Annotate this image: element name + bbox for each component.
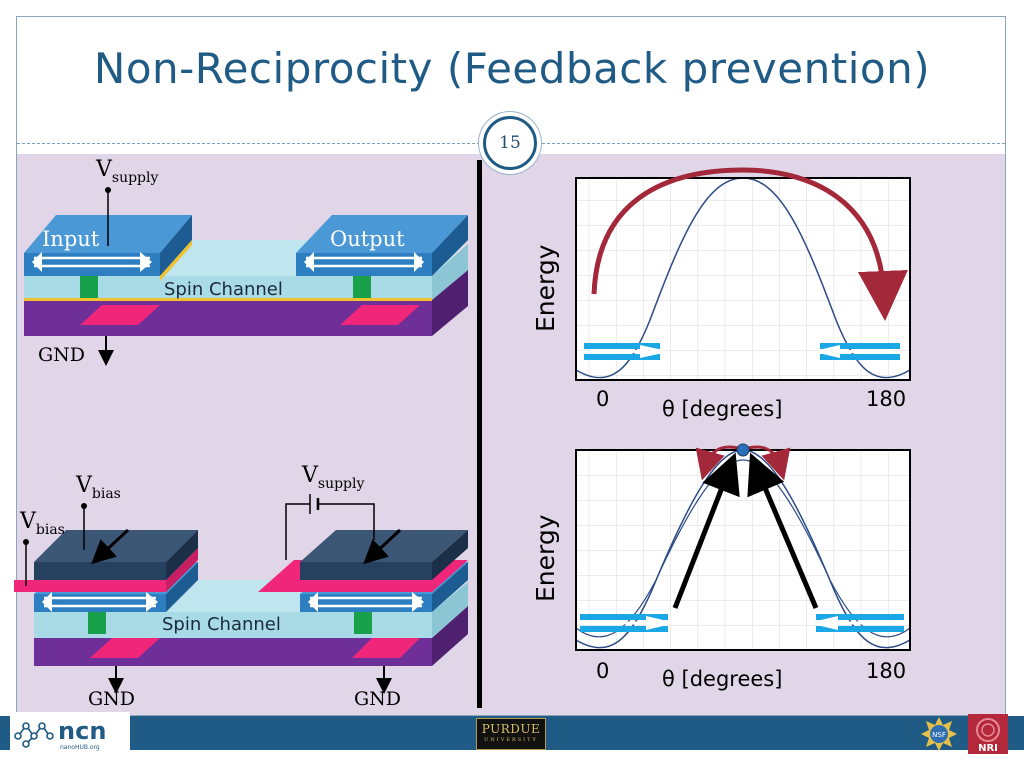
- plot-top-xlabel: θ [degrees]: [662, 397, 782, 421]
- spin-channel-label: Spin Channel: [164, 279, 283, 300]
- energy-plots: Energy 0 θ [degrees] 180 Energy: [531, 167, 911, 691]
- contact2-pad-right: [352, 638, 420, 658]
- gnd-label: GND: [38, 344, 85, 366]
- plot-top-spin-right: [812, 343, 900, 360]
- plot-top: Energy 0 θ [degrees] 180: [531, 167, 911, 421]
- tunnel-block-left: [80, 276, 98, 298]
- plot-top-spin-left: [584, 343, 670, 360]
- input-magnet-front: [24, 253, 160, 276]
- channel2-side: [432, 582, 468, 638]
- left-pink-side: [166, 548, 198, 592]
- left-bias-arrow: [91, 528, 130, 565]
- contact-pad-left: [80, 305, 160, 325]
- input-yellow: [160, 240, 192, 281]
- nri-logo-bg: [968, 714, 1008, 754]
- plot-bottom-spin-left: [580, 614, 676, 632]
- tunnel2-right: [354, 612, 372, 634]
- tunnel2-left: [88, 612, 106, 634]
- spin-channel2-label: Spin Channel: [162, 614, 281, 635]
- contact-pad-right: [340, 305, 420, 325]
- nri-logo: NRI: [968, 714, 1008, 754]
- vsupply-node: [105, 187, 111, 193]
- purdue-sub: UNIVERSITY: [484, 737, 538, 743]
- plot-bottom-spin-right: [808, 614, 904, 632]
- output-label: Output: [330, 227, 405, 251]
- right-magnet2-side: [432, 562, 468, 612]
- channel-side: [432, 244, 468, 300]
- tunnel-block-right: [353, 276, 371, 298]
- substrate2-side: [432, 606, 468, 666]
- plot-top-xmin: 0: [596, 387, 609, 411]
- ncn-logo: ncn nanoHUB.org: [10, 712, 130, 752]
- gnd2-right-label: GND: [354, 688, 401, 710]
- vbias-node: [81, 503, 87, 509]
- plot-bottom-peak-point: [736, 443, 750, 457]
- plot-bottom-ylabel: Energy: [531, 514, 560, 602]
- plot-bottom-arrow-right: [747, 452, 819, 609]
- ncn-text: ncn: [58, 717, 106, 745]
- yellow-strip: [24, 298, 432, 301]
- purdue-name: PURDUE: [481, 722, 541, 736]
- vsupply2-wire-left: [285, 503, 310, 560]
- device-diagrams: Input Output Spin Channel Vsupply GND: [14, 157, 468, 710]
- page-number: 15: [499, 133, 521, 153]
- substrate-side: [432, 270, 468, 336]
- left-magnet2-side: [166, 562, 198, 612]
- molecule-icon: [14, 722, 54, 748]
- vbias-left-node: [23, 539, 29, 545]
- left-bias-side: [166, 530, 198, 580]
- plot-top-ylabel: Energy: [531, 244, 560, 332]
- vbias-label: Vbias: [75, 473, 121, 502]
- left-pink-layer: [14, 580, 166, 592]
- ncn-sub: nanoHUB.org: [60, 744, 100, 751]
- input-magnetization-arrows: [32, 252, 152, 272]
- nri-inner-ring: [981, 723, 995, 737]
- plot-top-frame: [575, 177, 911, 381]
- contact2-pad-left: [90, 638, 160, 658]
- page-number-badge: 15: [483, 116, 537, 170]
- plot-top-transition-arrow: [591, 167, 908, 321]
- plot-top-xmax: 180: [866, 387, 906, 411]
- gnd2-left-label: GND: [88, 688, 135, 710]
- plot-bottom-xmin: 0: [596, 659, 609, 683]
- right-bias-side: [432, 530, 468, 580]
- left-magnetization2-arrows: [42, 592, 158, 612]
- purdue-logo: PURDUE UNIVERSITY: [476, 718, 546, 750]
- slide-title: Non-Reciprocity (Feedback prevention): [93, 44, 931, 93]
- output-magnet-front: [296, 253, 432, 276]
- center-divider-bar: [477, 160, 482, 708]
- input-magnet-side: [160, 215, 192, 276]
- left-bias-front: [34, 562, 166, 580]
- right-bias-arrow: [363, 528, 402, 565]
- output-magnet-side: [432, 215, 468, 276]
- vbias-left-label: Vbias: [19, 509, 65, 538]
- bottom-device: Spin Channel Vbias Vbias Vsupply GND GND: [14, 463, 468, 710]
- nsf-text: NSF: [932, 731, 946, 739]
- vsupply2-wire-right: [318, 503, 375, 540]
- nri-text: NRI: [978, 743, 998, 754]
- top-device: Input Output Spin Channel Vsupply GND: [24, 157, 468, 366]
- right-bias-front: [300, 562, 432, 580]
- plot-bottom-arrow-left: [672, 452, 740, 609]
- plot-bottom-red-arc-left: [695, 445, 739, 481]
- plot-bottom-xmax: 180: [866, 659, 906, 683]
- plot-bottom-xlabel: θ [degrees]: [662, 667, 782, 691]
- output-magnet-top: [296, 215, 468, 253]
- plot-bottom-red-arc-right: [747, 445, 791, 481]
- right-magnetization2-arrows: [308, 592, 424, 612]
- nsf-logo: NSF: [921, 717, 957, 751]
- vsupply2-label: Vsupply: [301, 463, 364, 492]
- nri-ring-icon: [976, 718, 1000, 742]
- plot-bottom: Energy 0 θ [degrees] 180: [531, 443, 911, 691]
- input-label: Input: [42, 227, 100, 251]
- nsf-globe-icon: NSF: [921, 717, 957, 751]
- vsupply-label: Vsupply: [95, 157, 158, 186]
- output-magnetization-arrows: [304, 252, 424, 272]
